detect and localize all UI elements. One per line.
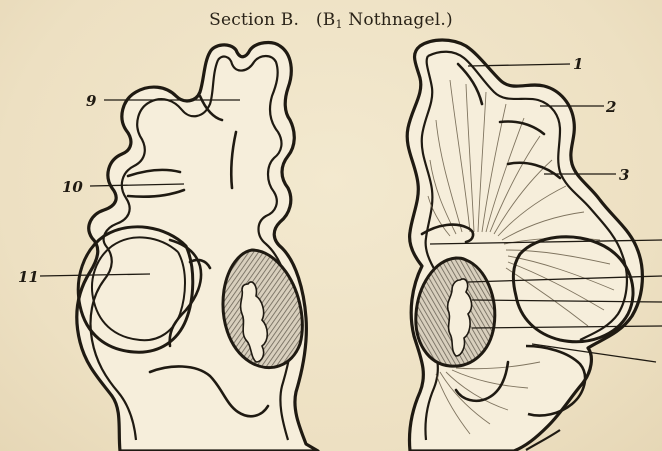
label-3: 3 <box>619 166 629 184</box>
label-2: 2 <box>605 98 616 116</box>
label-11: 11 <box>18 268 39 286</box>
label-1: 1 <box>573 55 583 73</box>
label-10: 10 <box>62 178 83 196</box>
label-9: 9 <box>86 92 97 110</box>
left-hemisphere <box>77 43 318 451</box>
